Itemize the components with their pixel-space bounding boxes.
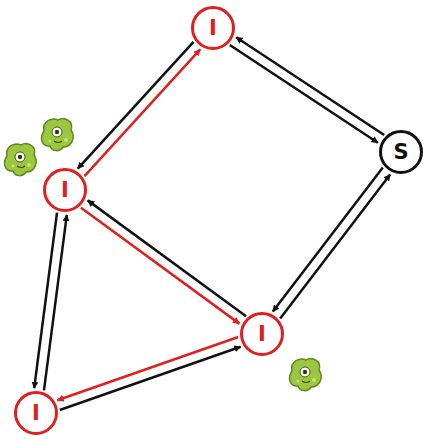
state-circle: I (240, 312, 284, 356)
transmission-arrow (273, 168, 383, 312)
transmission-arrow (236, 37, 384, 135)
bacterium (290, 359, 322, 391)
state-circle: I (191, 6, 235, 50)
transmission-arrow (34, 213, 57, 389)
transmission-arrow (84, 49, 200, 176)
state-circle: S (379, 130, 423, 174)
bacterium (42, 119, 74, 151)
transmission-arrow (60, 347, 241, 410)
state-label: I (61, 180, 69, 201)
transmission-arrow (44, 215, 67, 391)
transmission-arrow (81, 208, 239, 324)
transmission-arrow (78, 42, 194, 169)
transmission-arrow (88, 200, 246, 316)
state-circle: I (14, 391, 58, 435)
state-label: S (393, 142, 408, 163)
state-label: I (32, 403, 40, 424)
state-circle: I (43, 168, 87, 212)
transmission-arrow (280, 174, 390, 318)
bacterium (5, 144, 37, 176)
transmission-arrow (230, 45, 378, 143)
state-label: I (258, 324, 266, 345)
transmission-arrow (57, 337, 238, 400)
state-label: I (209, 18, 217, 39)
